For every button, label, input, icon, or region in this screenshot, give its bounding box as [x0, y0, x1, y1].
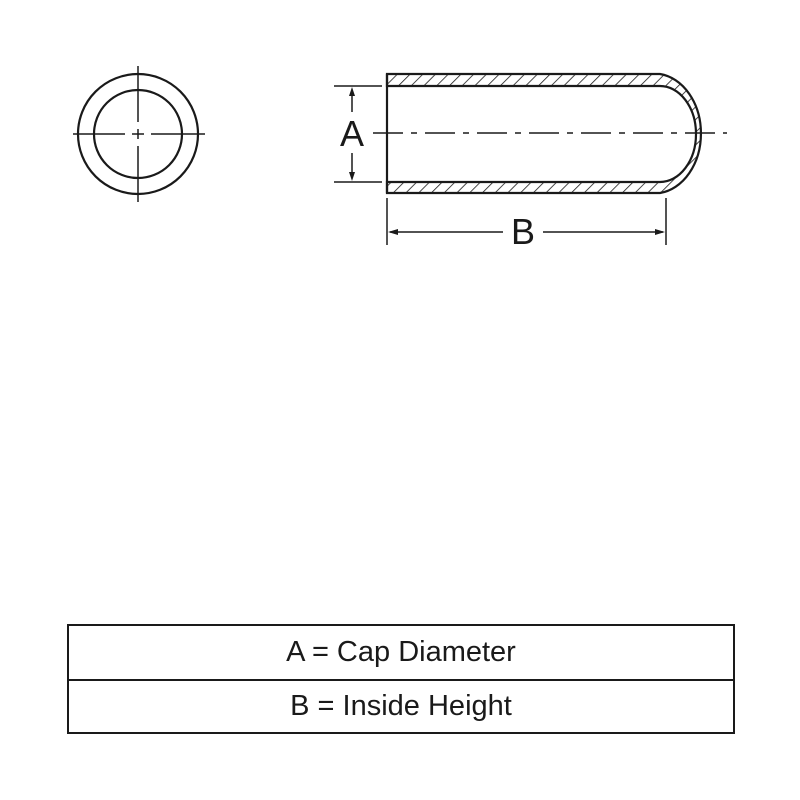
legend-table: A = Cap Diameter B = Inside Height [67, 624, 735, 734]
legend-row-a: A = Cap Diameter [286, 636, 516, 668]
end-view [73, 66, 205, 202]
center-lines [73, 66, 205, 202]
legend-row-b: B = Inside Height [69, 679, 733, 732]
dimension-b-label: B [511, 211, 535, 252]
dimension-a [334, 85, 382, 183]
dimension-a-label: A [340, 113, 364, 154]
dimension-b [386, 198, 667, 245]
side-view: A B [334, 72, 727, 252]
